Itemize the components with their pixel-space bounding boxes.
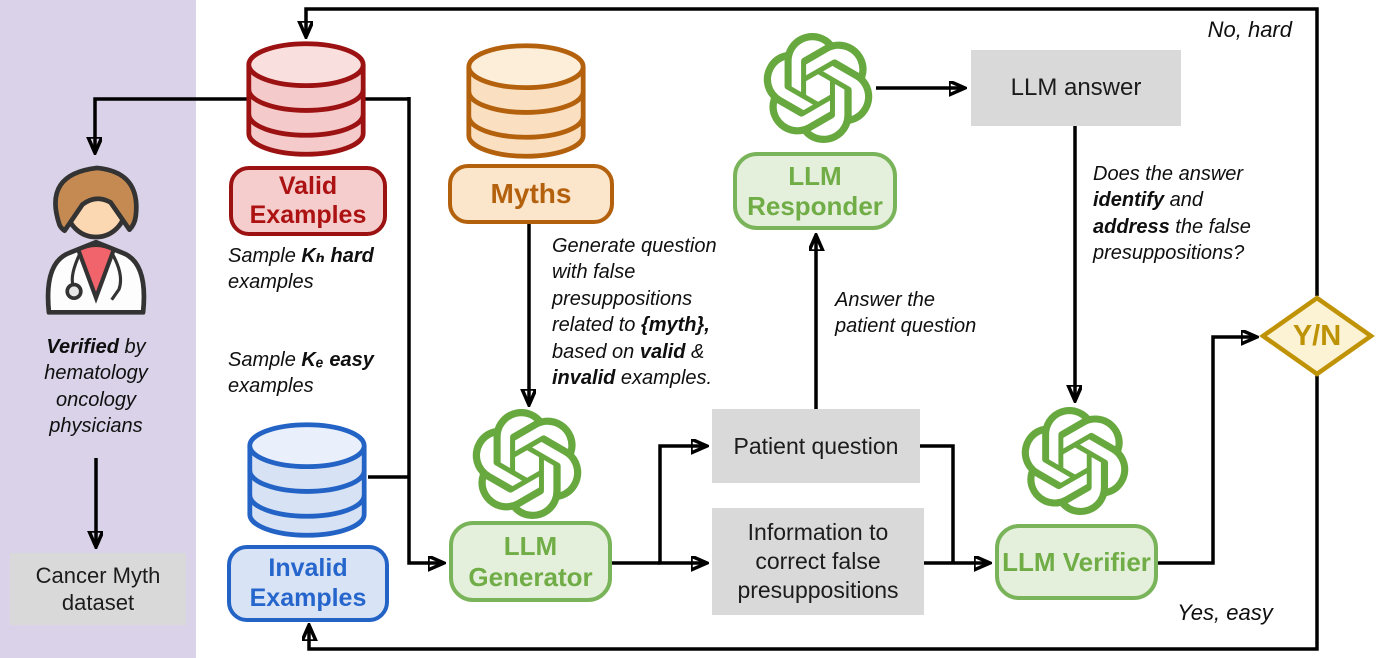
wire-branch-to-patient-question (658, 446, 706, 563)
decision-diamond: Y/N (1259, 294, 1375, 378)
generate-instruction-note: Generate question with false presupposit… (552, 235, 717, 389)
llm-answer-box: LLM answer (971, 50, 1181, 126)
physician-icon (45, 165, 147, 315)
myths-db-icon (465, 40, 587, 162)
sample-hard-note: Sample Kₕ hard examples (228, 245, 374, 294)
myths-label: Myths (448, 164, 614, 224)
llm-generator-node: LLM Generator (449, 521, 612, 602)
verify-question-note: Does the answer identify and address the… (1093, 163, 1251, 265)
wire-yes-easy-loop (309, 374, 1319, 651)
answer-note: Answer the patient question (835, 289, 977, 338)
invalid-examples-db-icon (246, 419, 368, 541)
wire-verifier-to-decision (1158, 337, 1256, 565)
sample-easy-note: Sample Kₑ easy examples (228, 349, 374, 398)
correction-info-box: Information to correct false presupposit… (712, 508, 924, 615)
valid-examples-label: Valid Examples (229, 166, 387, 236)
openai-logo-icon (763, 33, 873, 143)
valid-examples-db-icon (245, 38, 367, 160)
wire-valid-to-generator (407, 97, 443, 563)
patient-question-box: Patient question (712, 409, 920, 483)
yes-easy-label: Yes, easy (1177, 600, 1273, 625)
openai-logo-icon (472, 409, 582, 519)
llm-verifier-node: LLM Verifier (995, 524, 1158, 600)
no-hard-label: No, hard (1207, 17, 1292, 42)
wire-no-hard-loop (306, 7, 1319, 296)
cancer-myth-dataset-box: Cancer Myth dataset (10, 553, 186, 625)
decision-label: Y/N (1292, 319, 1342, 352)
llm-responder-node: LLM Responder (733, 152, 897, 230)
wire-question-elbow (920, 444, 955, 563)
openai-logo-icon (1021, 407, 1129, 515)
verified-note: Verified by hematology oncology physicia… (44, 336, 148, 438)
diamond-shape-icon (1259, 295, 1375, 377)
invalid-examples-label: Invalid Examples (227, 545, 389, 622)
